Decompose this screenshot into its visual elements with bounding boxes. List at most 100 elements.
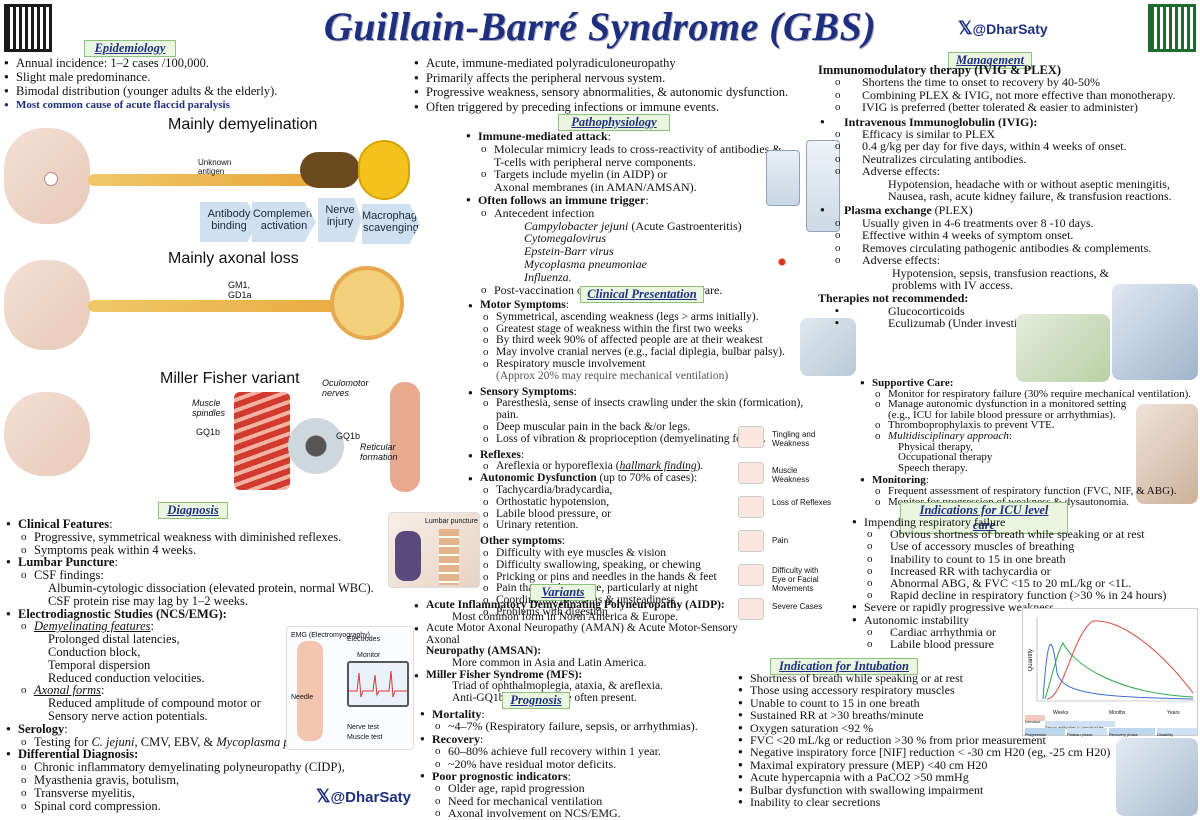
muscle-spindle-shape bbox=[234, 392, 290, 490]
diagnosis-section: Clinical Features: Progressive, symmetri… bbox=[4, 518, 414, 813]
gq1b-label-2: GQ1b bbox=[336, 431, 361, 441]
author-handle[interactable]: 𝕏@DharSaty bbox=[958, 18, 1048, 38]
list-item: Maximal expiratory pressure (MEP) <40 cm… bbox=[736, 758, 1136, 771]
qr-code-right[interactable] bbox=[1148, 4, 1196, 52]
plex-label: Plasma exchange bbox=[844, 203, 932, 218]
muscle-icon bbox=[738, 462, 764, 484]
list-item: Difficulty swallowing, speaking, or chew… bbox=[466, 559, 826, 572]
plasma-exchange-image bbox=[1112, 284, 1198, 380]
list-item: Pricking or pins and needles in the hand… bbox=[466, 571, 826, 584]
spinal-cord-image-3 bbox=[4, 392, 90, 476]
list-item: Glucocorticoids bbox=[818, 304, 1200, 317]
page-title: Guillain-Barré Syndrome (GBS) bbox=[323, 4, 877, 49]
gq1b-label: GQ1b bbox=[196, 427, 221, 437]
supportive-care-section: Supportive Care: Monitor for respiratory… bbox=[858, 378, 1198, 507]
list-item: Pain that can be severe, particularly at… bbox=[466, 583, 826, 595]
immune-label: Immune-mediated attack bbox=[478, 129, 608, 143]
emg-monitor-shape bbox=[347, 661, 409, 707]
management-header: Management bbox=[948, 52, 1032, 69]
list-item: Transverse myelitis, bbox=[4, 786, 414, 800]
list-item: CSF protein rise may lag by 1–2 weeks. bbox=[48, 593, 248, 608]
reticular-label: Reticular formation bbox=[360, 442, 398, 462]
x-logo-icon: 𝕏 bbox=[316, 786, 331, 806]
list-item: Myasthenia gravis, botulism, bbox=[4, 774, 414, 787]
sensory-label: Sensory Symptoms bbox=[480, 385, 574, 398]
nerve-fiber-shape bbox=[88, 174, 328, 186]
eds-label: Electrodiagnostic Studies (NCS/EMG): bbox=[18, 606, 227, 621]
list-item: Combining PLEX & IVIG, not more effectiv… bbox=[818, 88, 1200, 101]
qr-code-left[interactable] bbox=[4, 4, 52, 52]
list-item: Thromboprophylaxis to prevent VTE. bbox=[858, 420, 1198, 431]
prognosis-header: Prognosis bbox=[502, 692, 570, 709]
x-logo-icon: 𝕏 bbox=[958, 18, 973, 38]
gm1-label: GM1, GD1a bbox=[228, 280, 252, 300]
reflex-hammer-icon bbox=[738, 496, 764, 518]
motor-note: (Approx 20% may require mechanical venti… bbox=[496, 369, 729, 382]
list-item: Acute hypercapnia with a PaCO2 >50 mmHg bbox=[736, 771, 1136, 784]
reflex-label: Reflexes bbox=[480, 448, 521, 461]
list-item: Removes circulating pathogenic antibodie… bbox=[818, 241, 1200, 254]
list-item: Shortness of breath while speaking or at… bbox=[736, 672, 1136, 685]
variants-section: Acute Inflammatory Demyelinating Polyneu… bbox=[412, 599, 772, 704]
list-item: Respiratory muscle involvement bbox=[466, 358, 826, 371]
axonal-loss-title: Mainly axonal loss bbox=[168, 250, 299, 267]
list-item: Obvious shortness of breath while speaki… bbox=[850, 528, 1200, 541]
other-label: Other symptoms bbox=[480, 535, 562, 548]
list-item: Severe or rapidly progressive weakness. bbox=[850, 601, 1200, 614]
list-item: Primarily affects the peripheral nervous… bbox=[412, 71, 812, 86]
list-item: Axonal involvement on NCS/EMG. bbox=[418, 807, 748, 820]
mfs-label: Miller Fisher Syndrome (MFS): bbox=[426, 668, 583, 681]
list-item: T-cells with peripheral nerve components… bbox=[494, 154, 696, 169]
muscle-spindles-label: Muscle spindles bbox=[192, 398, 226, 418]
list-item: Reduced amplitude of compound motor or bbox=[48, 696, 261, 711]
list-item: Labile blood pressure bbox=[850, 638, 1200, 651]
complement-activation-arrow: Complement activation bbox=[252, 202, 316, 242]
list-item: Albumin-cytologic dissociation (elevated… bbox=[48, 580, 374, 595]
list-item: Acute, immune-mediated polyradiculoneuro… bbox=[412, 56, 812, 71]
list-item: Shortens the time to onset to recovery b… bbox=[818, 76, 1200, 89]
physical-therapy-image bbox=[1016, 314, 1110, 382]
gbs-mechanism-figure: Mainly demyelination Unknown antigen Ant… bbox=[0, 112, 420, 502]
list-item: Oxygen saturation <92 % bbox=[736, 721, 1136, 734]
prognosis-section: Mortality: ~4–7% (Respiratory failure, s… bbox=[418, 708, 748, 820]
list-item: Autonomic instability bbox=[850, 613, 1200, 626]
list-item: Monitor for progression of weakness & dy… bbox=[858, 496, 1198, 508]
list-item: Negative inspiratory force [NIF] reducti… bbox=[736, 746, 1136, 759]
list-item: Chronic inflammatory demyelinating polyn… bbox=[4, 761, 414, 774]
neuron-icon bbox=[758, 248, 806, 276]
list-item: Effective within 4 weeks of symptom onse… bbox=[818, 229, 1200, 242]
list-item: ~4–7% (Respiratory failure, sepsis, or a… bbox=[418, 720, 748, 733]
list-item: Problems with digestion bbox=[466, 606, 826, 619]
list-item: Speech therapy. bbox=[898, 461, 968, 474]
serology-label: Serology bbox=[18, 721, 65, 736]
epidemiology-highlight: Most common cause of acute flaccid paral… bbox=[2, 98, 402, 112]
list-item: Frequent assessment of respiratory funct… bbox=[858, 486, 1198, 497]
arm-shape bbox=[297, 641, 323, 741]
nerve-fiber-shape-2 bbox=[88, 300, 388, 312]
list-item: Labile blood pressure, or bbox=[466, 508, 826, 521]
pathogen-item: Influenza. bbox=[524, 269, 572, 284]
list-item: (e.g., ICU for labile blood pressure or … bbox=[888, 408, 1116, 421]
list-item: Often triggered by preceding infections … bbox=[412, 100, 812, 115]
list-item: Targets include myelin (in AIDP) or bbox=[464, 168, 814, 181]
list-item: Progressive weakness, sensory abnormalit… bbox=[412, 85, 812, 100]
list-item: Unable to count to 15 in one breath bbox=[736, 696, 1136, 709]
recovery-label: Recovery bbox=[432, 731, 480, 746]
list-item: Reduced conduction velocities. bbox=[48, 670, 205, 685]
list-item: Physical therapy, bbox=[898, 440, 974, 453]
author-handle-bottom[interactable]: 𝕏@DharSaty bbox=[316, 786, 412, 806]
list-item: Orthostatic hypotension, bbox=[466, 496, 826, 509]
list-item: More common in Asia and Latin America. bbox=[452, 656, 647, 669]
list-item: Urinary retention. bbox=[466, 520, 826, 532]
trigger-label: Often follows an immune trigger bbox=[478, 192, 646, 207]
nerve-injury-arrow: Nerve injury bbox=[318, 198, 362, 242]
diagnosis-header: Diagnosis bbox=[158, 502, 228, 519]
epidemiology-list: Annual incidence: 1–2 cases /100,000. Sl… bbox=[2, 56, 402, 112]
list-item: CSF findings: bbox=[4, 569, 414, 582]
intubation-list: Shortness of breath while speaking or at… bbox=[736, 672, 1136, 809]
mortality-label: Mortality bbox=[432, 707, 482, 721]
emg-wave-icon bbox=[349, 670, 407, 698]
spinal-canal-shape bbox=[44, 172, 58, 186]
list-item: FVC <20 mL/kg or reduction >30 % from pr… bbox=[736, 734, 1136, 747]
list-item: Molecular mimicry leads to cross-reactiv… bbox=[464, 142, 814, 156]
